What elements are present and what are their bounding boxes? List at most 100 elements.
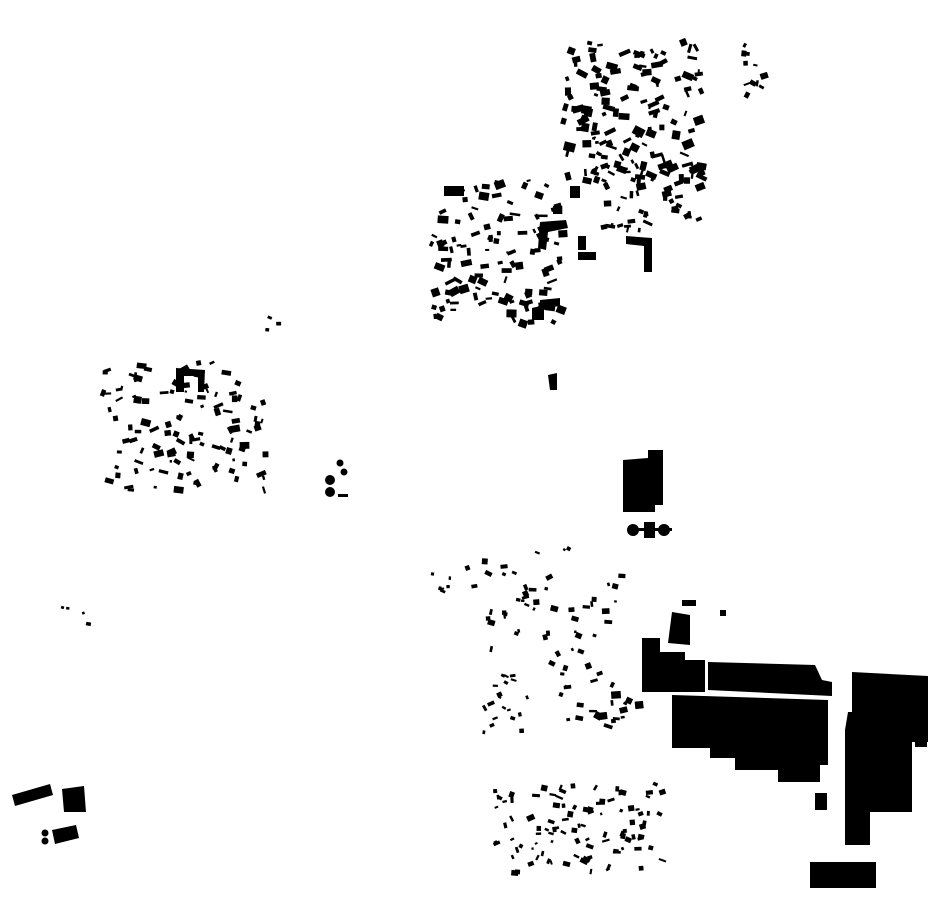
small-building — [636, 178, 641, 185]
small-building — [438, 305, 446, 313]
small-building — [481, 558, 488, 565]
small-building — [671, 130, 681, 140]
small-building — [603, 127, 617, 137]
small-building — [256, 469, 267, 479]
small-building — [517, 628, 521, 633]
small-building — [229, 424, 241, 433]
small-building — [452, 276, 463, 285]
small-building — [743, 91, 751, 99]
small-building — [480, 263, 490, 269]
small-building — [662, 103, 670, 111]
small-building — [488, 608, 493, 616]
small-building — [177, 472, 184, 481]
small-building — [526, 179, 531, 183]
small-building — [641, 142, 648, 147]
small-building — [492, 716, 499, 721]
building — [444, 186, 464, 196]
small-building — [656, 811, 663, 817]
small-building — [637, 811, 644, 817]
small-building — [491, 291, 499, 297]
small-building — [552, 825, 560, 831]
small-building — [642, 219, 653, 227]
small-building — [683, 110, 688, 117]
building — [532, 298, 560, 320]
small-building — [560, 672, 565, 676]
small-building — [546, 858, 551, 865]
small-building — [120, 385, 124, 390]
small-building — [602, 103, 616, 112]
small-building — [127, 487, 135, 492]
small-building — [609, 681, 616, 689]
small-building — [642, 210, 649, 218]
small-building — [549, 860, 553, 865]
small-building — [645, 789, 654, 795]
small-building — [631, 834, 636, 840]
small-building — [520, 181, 529, 190]
small-building — [539, 235, 550, 242]
small-building — [474, 273, 483, 278]
small-building — [596, 86, 607, 92]
small-building — [599, 812, 603, 816]
small-building — [239, 441, 250, 449]
small-building — [665, 162, 680, 174]
small-building — [450, 308, 457, 311]
small-building — [659, 124, 665, 131]
small-building — [517, 318, 529, 329]
small-building — [620, 846, 625, 851]
small-building — [590, 64, 602, 75]
small-building — [449, 246, 454, 254]
small-building — [503, 680, 509, 685]
small-building — [487, 700, 495, 707]
small-building — [601, 608, 610, 615]
small-building — [205, 388, 210, 394]
small-building — [645, 170, 658, 180]
small-building — [430, 572, 435, 576]
small-building — [620, 195, 628, 200]
small-building — [695, 162, 707, 171]
small-building — [683, 86, 692, 92]
small-building — [695, 216, 703, 222]
small-building — [519, 728, 525, 734]
small-building — [213, 402, 224, 410]
small-building — [128, 436, 138, 444]
small-building — [610, 222, 614, 228]
small-building — [571, 104, 585, 114]
small-building — [501, 571, 507, 577]
building — [720, 610, 726, 616]
small-building — [506, 708, 511, 712]
small-building — [646, 810, 650, 816]
small-building — [529, 248, 536, 255]
small-building — [153, 485, 157, 489]
small-building — [681, 161, 694, 168]
small-building — [610, 690, 622, 699]
small-building — [431, 233, 438, 239]
small-building — [606, 164, 611, 170]
small-building — [668, 198, 675, 205]
small-building — [534, 213, 540, 221]
small-building — [580, 122, 590, 133]
small-building — [629, 82, 638, 90]
small-building — [169, 460, 172, 463]
small-building — [464, 564, 471, 572]
small-building — [209, 360, 215, 365]
small-building — [562, 141, 577, 153]
small-building — [601, 178, 607, 183]
small-building — [648, 103, 652, 110]
small-building — [558, 788, 567, 795]
small-building — [267, 315, 273, 320]
small-building — [651, 152, 664, 159]
small-building — [592, 175, 601, 184]
small-building — [586, 40, 593, 46]
small-building — [448, 576, 452, 580]
small-building — [743, 81, 751, 87]
small-building — [500, 564, 508, 569]
small-building — [462, 196, 468, 203]
small-building — [438, 208, 447, 215]
small-building — [634, 700, 644, 710]
small-building — [81, 611, 86, 615]
small-building — [577, 648, 585, 655]
small-building — [509, 815, 515, 822]
small-building — [104, 477, 115, 485]
small-building — [500, 673, 506, 678]
small-building — [521, 594, 530, 600]
